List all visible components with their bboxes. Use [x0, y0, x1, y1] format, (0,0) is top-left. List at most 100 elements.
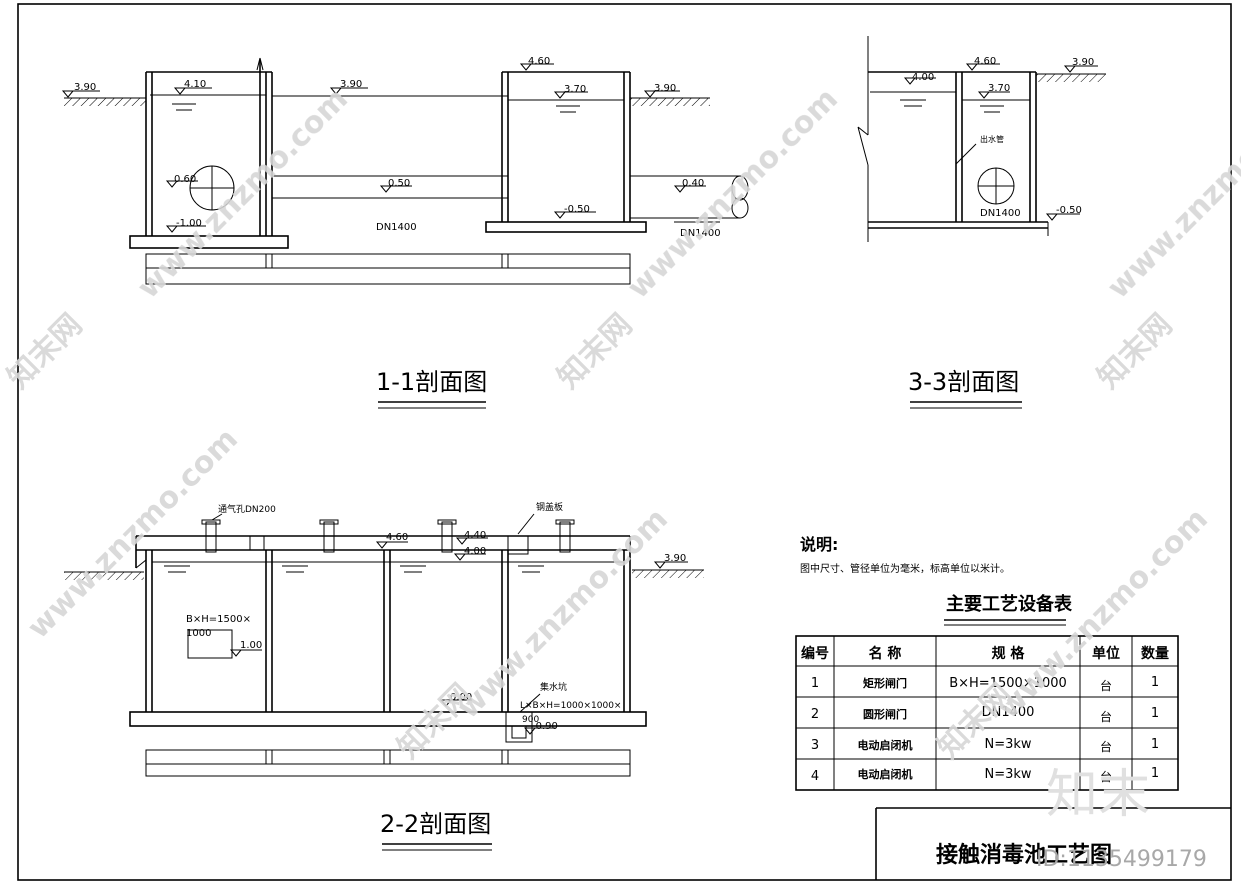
- vent-pipe-1: [205, 521, 217, 553]
- level-pit-bottom: -0.90: [532, 721, 558, 732]
- table-cell: 2: [811, 707, 819, 722]
- watermark-site: www.znzmo.com: [21, 422, 245, 646]
- watermark-brand: 知末网: [1, 307, 89, 395]
- table-cell: 台: [1100, 709, 1112, 724]
- watermark-site: www.znzmo.com: [621, 82, 845, 306]
- section-1-1-title: 1-1剖面图: [376, 368, 487, 396]
- level-right-top: 4.60: [528, 56, 550, 67]
- level-2-2-ground: 3.90: [664, 553, 686, 564]
- section-1-1: 3.90 4.10 3.90 0.60 -1.00 0.50 DN1400 4.…: [61, 56, 749, 409]
- section-3-3: 4.00 4.60 3.90 3.70 出水管 DN1400 -0.50 3-3…: [857, 36, 1106, 409]
- table-cell: 1: [811, 676, 819, 691]
- table-header-unit: 单位: [1092, 645, 1120, 662]
- table-row: 1 矩形闸门 B×H=1500×1000 台 1: [811, 675, 1159, 693]
- level-3-3-ground: 3.90: [1072, 57, 1094, 68]
- table-cell: 3: [811, 738, 819, 753]
- vent-label: 通气孔DN200: [218, 503, 276, 515]
- ground-hatch-3-3: [1036, 74, 1106, 82]
- table-cell: 1: [1151, 737, 1159, 752]
- table-cell: N=3kw: [984, 767, 1031, 782]
- ground-hatch-left: [64, 98, 146, 106]
- drawing-title: 接触消毒池工艺图: [936, 842, 1112, 868]
- section-3-3-title: 3-3剖面图: [908, 368, 1019, 396]
- table-header-spec: 规 格: [992, 645, 1026, 662]
- outlet-pipe-label: DN1400: [680, 228, 721, 239]
- level-3-3-water: 3.70: [988, 83, 1010, 94]
- table-cell: 台: [1100, 739, 1112, 754]
- watermark-id: ID:1135499179: [1036, 847, 1207, 872]
- watermark-brand: 知末网: [391, 677, 479, 765]
- notes-text: 图中尺寸、管径单位为毫米，标高单位以米计。: [800, 562, 1010, 575]
- table-cell: 1: [1151, 766, 1159, 781]
- ground-hatch-2-2-left: [64, 572, 144, 580]
- vent-pipe-4: [559, 521, 571, 553]
- section-2-2: 通气孔DN200 钢盖板 4.60 4.40 4.00 3.90 B×H=150…: [64, 501, 704, 851]
- level-gate-center: 0.60: [174, 174, 196, 185]
- watermark-site: www.znzmo.com: [131, 82, 355, 306]
- watermark-brand: 知末网: [551, 307, 639, 395]
- pit-label: 集水坑: [540, 681, 567, 693]
- level-floor: 0.00: [450, 692, 472, 703]
- table-cell: 电动启闭机: [858, 767, 913, 781]
- vent-pipe-3: [441, 521, 453, 553]
- level-3-3-top: 4.60: [974, 56, 996, 67]
- equipment-table: 主要工艺设备表 编号 名 称 规 格 单位 数量 1 矩形闸门 B×H=1500…: [795, 593, 1179, 791]
- table-cell: 台: [1100, 678, 1112, 693]
- level-ground-right: 3.90: [654, 83, 676, 94]
- table-cell: 电动启闭机: [858, 738, 913, 752]
- level-right-bottom: -0.50: [564, 204, 590, 215]
- drawing-border: [17, 3, 1232, 881]
- table-row: 2 圆形闸门 DN1400 台 1: [811, 705, 1159, 724]
- gate-size-line2: 1000: [186, 628, 211, 639]
- table-cell: 矩形闸门: [863, 676, 907, 690]
- watermark-site: www.znzmo.com: [1101, 82, 1241, 306]
- level-2-2-top: 4.60: [386, 532, 408, 543]
- vent-pipe-2: [323, 521, 335, 553]
- level-3-3-bottom: -0.50: [1056, 205, 1082, 216]
- level-ground-left: 3.90: [74, 82, 96, 93]
- table-cell: 圆形闸门: [863, 707, 907, 721]
- manhole-2: [507, 535, 529, 555]
- rect-gate: [187, 629, 233, 659]
- sump-label: 出水管: [980, 134, 1004, 144]
- level-tank-bottom: -1.00: [176, 218, 202, 229]
- level-water-mid: 3.90: [340, 79, 362, 90]
- table-title: 主要工艺设备表: [946, 593, 1073, 615]
- notes-block: 说明: 图中尺寸、管径单位为毫米，标高单位以米计。: [800, 535, 1010, 575]
- level-2-2-400: 4.00: [464, 546, 486, 557]
- pipe-3-3-label: DN1400: [980, 208, 1021, 219]
- table-cell: 1: [1151, 675, 1159, 690]
- watermark-logo: 知末: [1046, 765, 1150, 825]
- ground-hatch-2-2-right: [632, 570, 704, 578]
- watermark-brand: 知末网: [1091, 307, 1179, 395]
- level-right-water: 3.70: [564, 84, 586, 95]
- manhole-1: [249, 535, 265, 551]
- table-header-qty: 数量: [1141, 645, 1169, 662]
- table-cell: 1: [1151, 706, 1159, 721]
- table-row: 3 电动启闭机 N=3kw 台 1: [811, 737, 1159, 754]
- table-cell: N=3kw: [984, 737, 1031, 752]
- pit-depth: 900: [522, 715, 539, 725]
- pipe-size-label: DN1400: [376, 222, 417, 233]
- level-outlet: 0.40: [682, 178, 704, 189]
- level-2-2-440: 4.40: [464, 530, 486, 541]
- table-cell: DN1400: [982, 705, 1035, 720]
- level-tank-top: 4.10: [184, 79, 206, 90]
- pit-size: L×B×H=1000×1000×: [520, 701, 621, 711]
- level-pipe-mid: 0.50: [388, 178, 410, 189]
- table-cell: 4: [811, 769, 819, 784]
- level-3-3-left: 4.00: [912, 72, 934, 83]
- table-row: 4 电动启闭机 N=3kw 台 1: [811, 766, 1159, 784]
- level-gate: 1.00: [240, 640, 262, 651]
- ground-hatch-right: [630, 98, 710, 106]
- cover-label: 钢盖板: [536, 501, 563, 513]
- table-cell: 台: [1100, 769, 1112, 784]
- table-cell: B×H=1500×1000: [949, 676, 1067, 691]
- table-header-name: 名 称: [869, 645, 902, 662]
- title-block: 接触消毒池工艺图: [875, 807, 1231, 880]
- gate-size-line1: B×H=1500×: [186, 614, 251, 625]
- table-header-no: 编号: [801, 645, 829, 662]
- section-2-2-title: 2-2剖面图: [380, 810, 491, 838]
- notes-heading: 说明:: [800, 535, 838, 554]
